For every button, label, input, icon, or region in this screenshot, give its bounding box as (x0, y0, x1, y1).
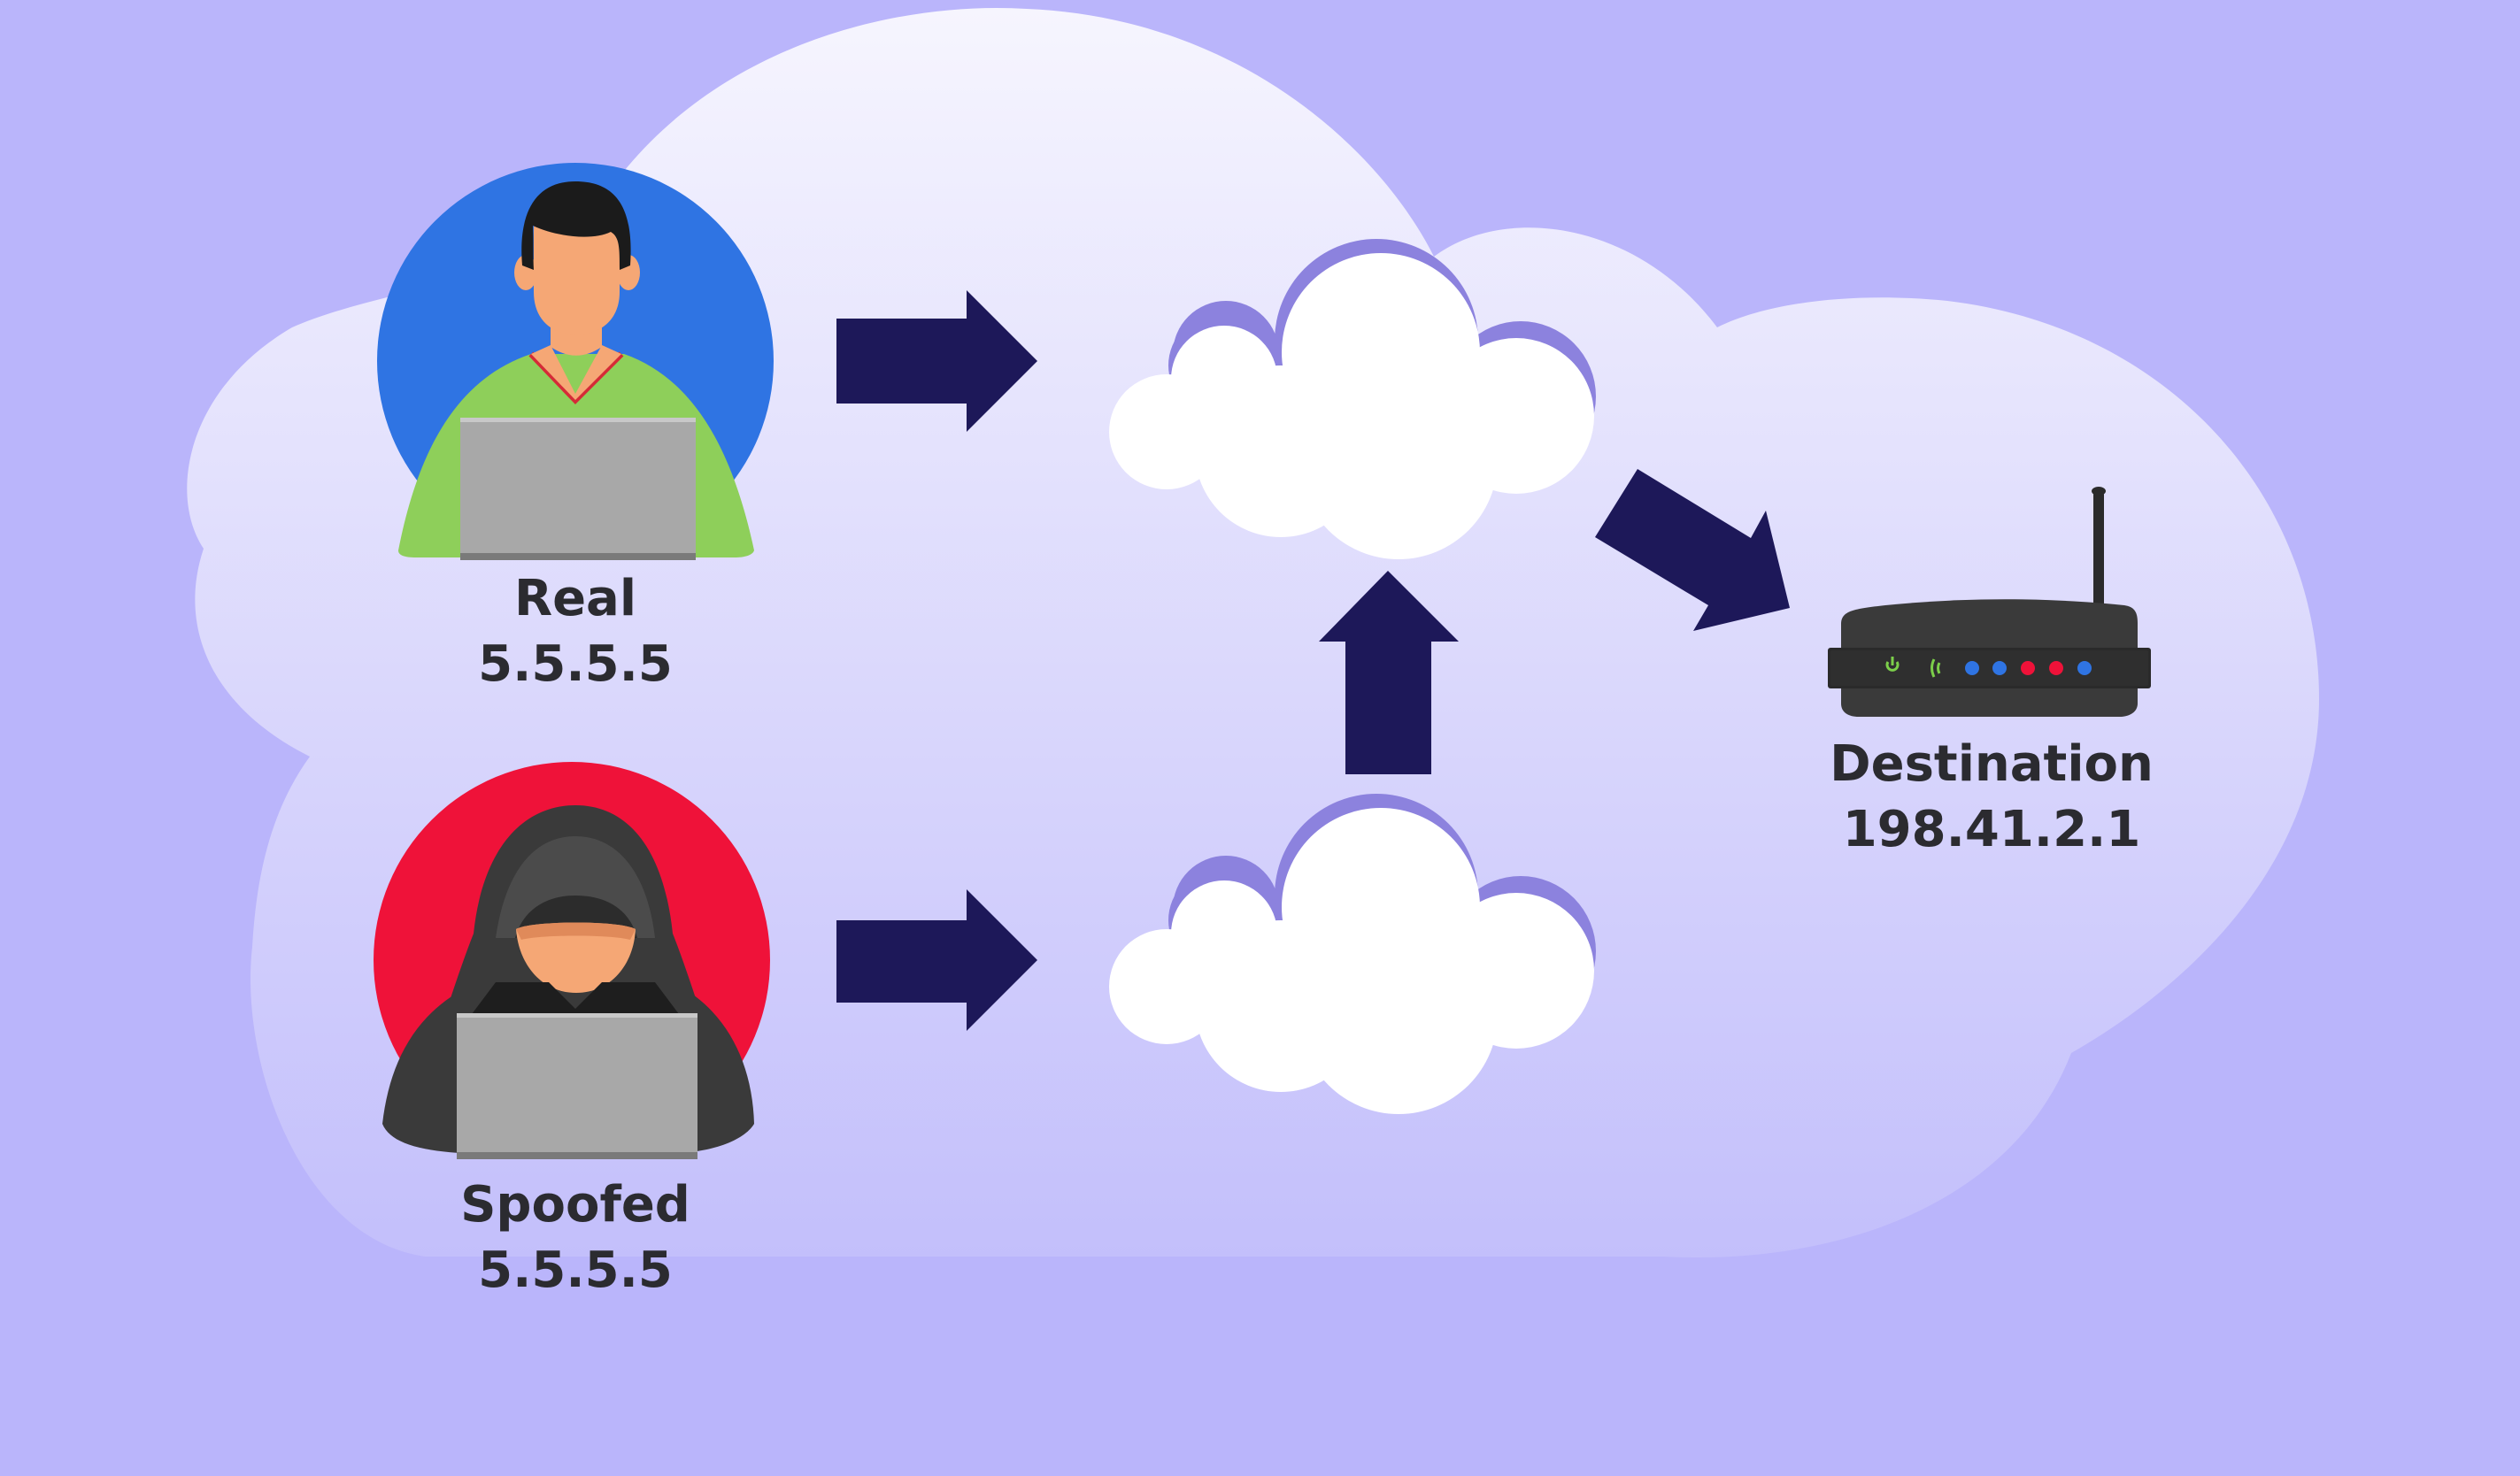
router-led (2021, 661, 2035, 675)
router-led (1965, 661, 1979, 675)
hacker-laptop (457, 1013, 697, 1157)
arrow-shape (836, 889, 1037, 1031)
arrow-real-to-cloud (836, 290, 1037, 432)
hooded-hacker-icon (374, 762, 770, 1159)
spoofed-user-ip: 5.5.5.5 (478, 1242, 673, 1299)
router-top (1841, 599, 2138, 650)
user-laptop-icon (377, 163, 774, 560)
router-led (2077, 661, 2092, 675)
router-front (1830, 650, 2148, 686)
arrow-shape (1595, 469, 1790, 631)
router-led (1992, 661, 2007, 675)
real-user-ip: 5.5.5.5 (478, 635, 673, 693)
hair (521, 181, 631, 270)
router-leds (1965, 661, 2092, 675)
router-led (2049, 661, 2063, 675)
arrow-cloud-to-cloud (1319, 571, 1459, 774)
laptop (460, 418, 696, 557)
arrow-shape (836, 290, 1037, 432)
arrow-cloud-to-destination (1595, 469, 1790, 631)
arrow-shape (1319, 571, 1459, 774)
internet-cloud-top (1109, 239, 1596, 559)
spoofed-user-label: Spoofed 5.5.5.5 (389, 1172, 761, 1303)
destination-label: Destination 198.41.2.1 (1797, 732, 2186, 863)
real-user-title: Real (513, 570, 637, 627)
hacker-face (516, 922, 636, 993)
router-icon (1828, 487, 2151, 717)
real-user-label: Real 5.5.5.5 (389, 566, 761, 697)
internet-cloud-bottom (1109, 794, 1596, 1114)
arrow-spoofed-to-cloud (836, 889, 1037, 1031)
destination-title: Destination (1830, 735, 2154, 793)
destination-ip: 198.41.2.1 (1842, 801, 2141, 858)
spoofed-user-title: Spoofed (460, 1176, 690, 1234)
antenna (2093, 491, 2104, 615)
